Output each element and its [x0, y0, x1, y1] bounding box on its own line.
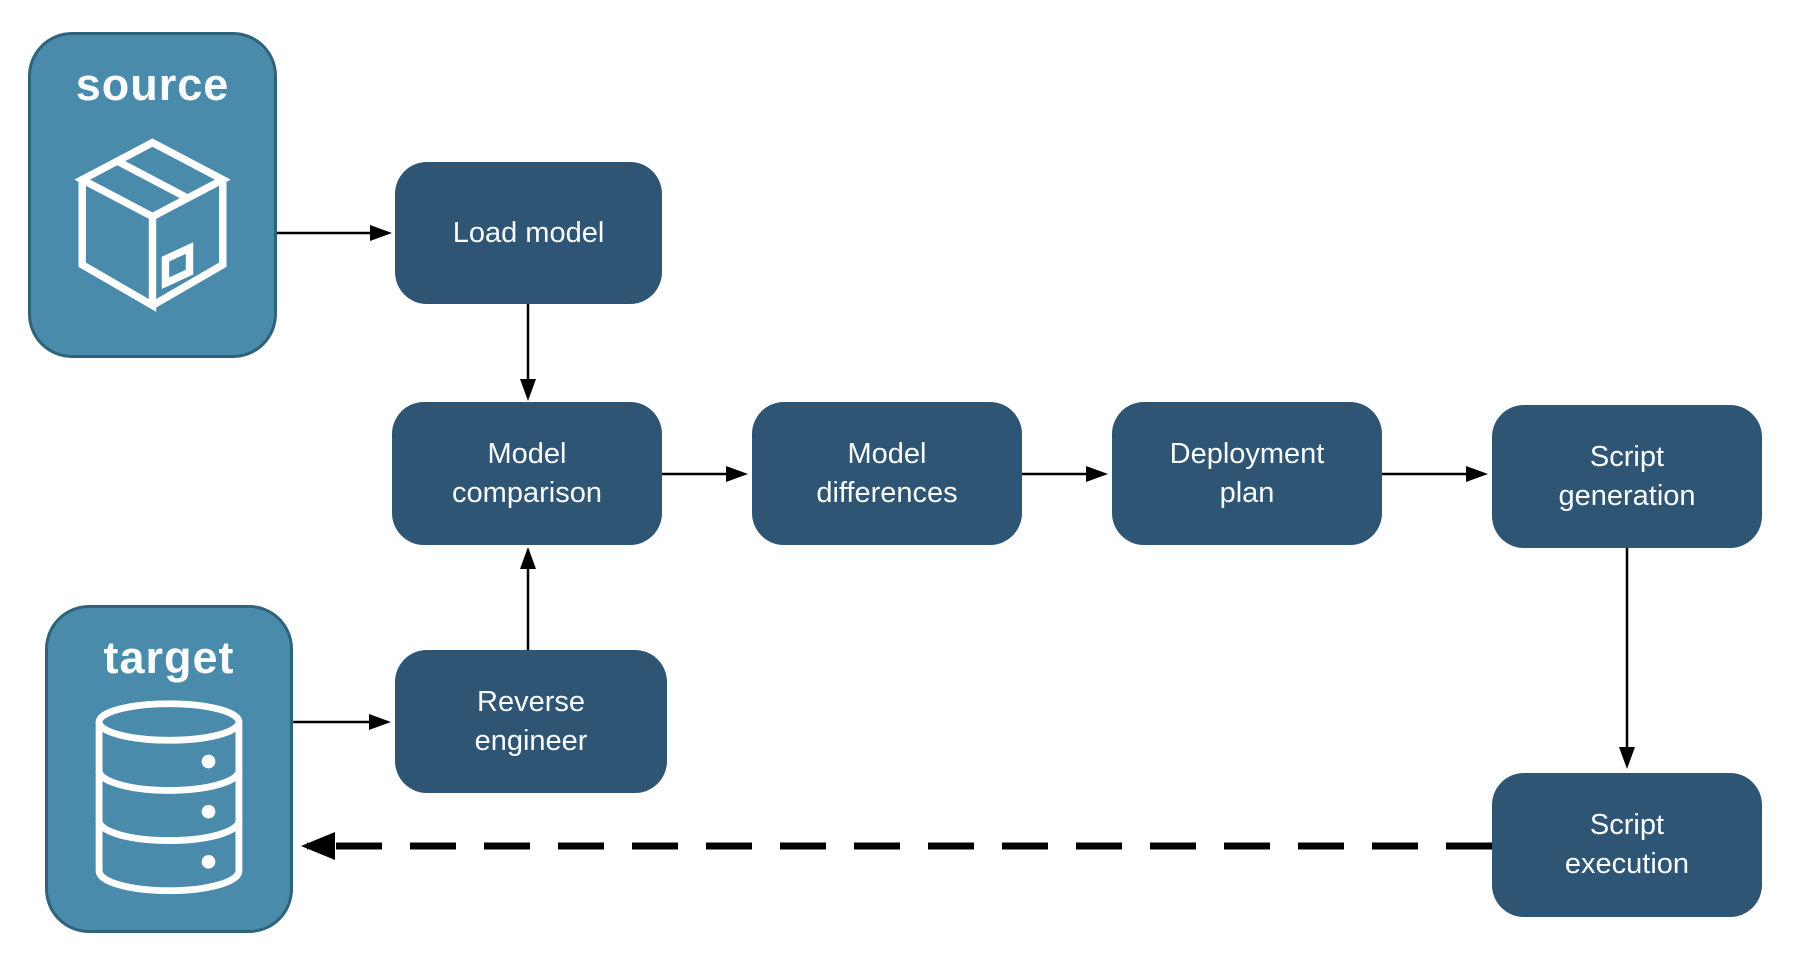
node-reverse-engineer: Reverse engineer — [395, 650, 667, 793]
node-model-differences: Model differences — [752, 402, 1022, 545]
endpoint-source: source — [28, 32, 277, 358]
node-load-model: Load model — [395, 162, 662, 304]
package-icon — [60, 111, 245, 337]
node-script-execution-label: Script execution — [1564, 809, 1690, 880]
node-script-generation-label: Script generation — [1558, 440, 1696, 512]
node-deployment-plan-label: Deployment plan — [1169, 437, 1325, 509]
node-model-differences-label: Model differences — [816, 437, 958, 509]
node-reverse-engineer-label: Reverse engineer — [474, 685, 588, 757]
node-load-model-label: Load model — [452, 216, 605, 249]
node-script-execution: Script execution — [1492, 773, 1762, 917]
node-model-comparison-label: Model comparison — [452, 437, 602, 509]
endpoint-target: target — [45, 605, 293, 933]
node-script-generation: Script generation — [1492, 405, 1762, 548]
endpoint-target-label: target — [103, 632, 235, 683]
database-icon — [93, 684, 245, 912]
endpoint-source-label: source — [75, 59, 230, 110]
node-model-comparison: Model comparison — [392, 402, 662, 545]
node-deployment-plan: Deployment plan — [1112, 402, 1382, 545]
